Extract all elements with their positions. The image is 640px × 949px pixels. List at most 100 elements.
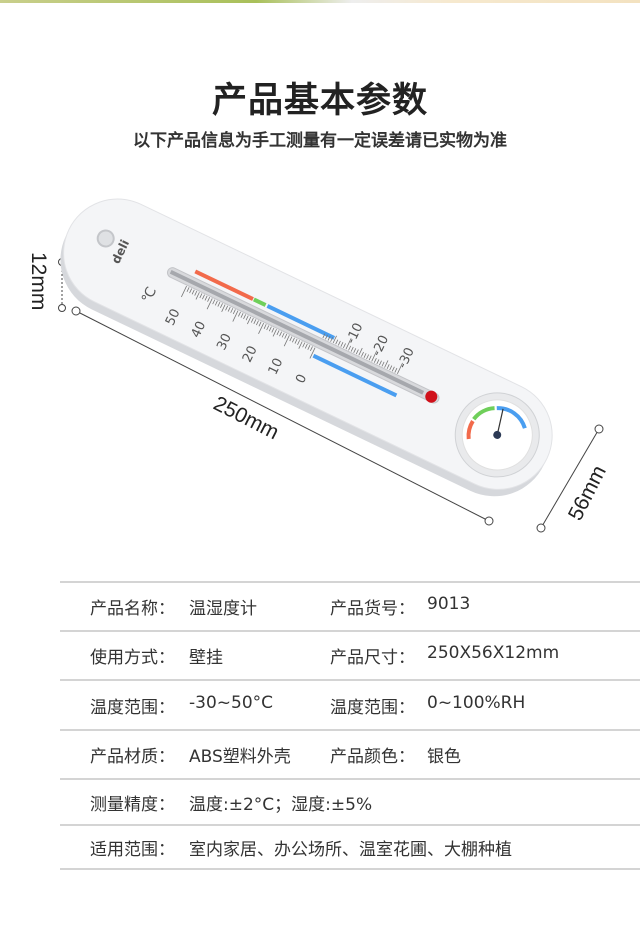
scale-tick — [366, 354, 370, 360]
spec-cell: 测量精度：温度:±2°C；湿度:±5% — [60, 790, 372, 815]
scale-label: 10 — [266, 356, 287, 377]
hygrometer-dial — [454, 392, 540, 478]
scale-tick — [379, 360, 382, 366]
scale-tick — [279, 331, 283, 337]
scale-tick — [384, 360, 389, 368]
scale-tick — [340, 342, 344, 347]
scale-tick — [258, 322, 265, 335]
spec-row: 产品名称： 温湿度计 产品货号：9013 — [60, 581, 640, 630]
thickness-label: 12mm — [27, 252, 50, 310]
scale-tick — [199, 293, 203, 299]
spec-cell: 产品货号：9013 — [330, 594, 470, 619]
scale-tick — [263, 324, 267, 329]
scale-tick — [240, 312, 244, 318]
scale-tick — [345, 338, 352, 350]
bulb — [425, 390, 438, 403]
spec-cell: 产品材质：ABS塑料外壳 — [60, 742, 330, 767]
spec-cell: 温度范围：-30~50°C — [60, 693, 330, 718]
scale-tick — [327, 335, 331, 341]
unit-label: ℃ — [139, 285, 160, 306]
scale-tick — [343, 343, 346, 349]
scale-tick — [337, 340, 341, 346]
spec-cell: 温度范围：0~100%RH — [330, 693, 525, 718]
spec-table: 产品名称： 温湿度计 产品货号：9013 使用方式：壁挂产品尺寸：250X56X12m… — [60, 581, 640, 870]
spec-value: 室内家居、办公场所、温室花圃、大棚种植 — [189, 839, 512, 860]
spec-value: 银色 — [427, 747, 461, 767]
scale-tick — [212, 299, 216, 305]
scale-tick — [376, 359, 380, 365]
width-label: 56mm — [564, 462, 611, 524]
scale-tick — [350, 346, 354, 352]
spec-cell: 产品名称： 温湿度计 — [60, 594, 330, 619]
scale-tick — [289, 336, 293, 342]
body — [63, 198, 553, 490]
scale-tick — [276, 330, 280, 336]
scale-tick — [304, 343, 308, 349]
spec-value: 0~100%RH — [427, 692, 526, 713]
spec-row: 测量精度：温度:±2°C；湿度:±5% — [60, 778, 640, 824]
scale-tick — [309, 346, 313, 352]
scale-tick — [191, 289, 195, 295]
product-figure: 12mm 250mm 56mm deli ℃ 50403020100-10-20… — [27, 198, 611, 533]
spec-key: 使用方式： — [90, 648, 175, 668]
scale-tick — [225, 305, 229, 311]
scale-tick — [207, 296, 211, 302]
scale-tick — [245, 315, 249, 321]
zone-blue-upper — [266, 304, 336, 340]
scale-tick — [363, 353, 367, 358]
scale-tick — [258, 321, 262, 327]
zone-red — [194, 269, 254, 301]
length-label: 250mm — [210, 392, 283, 444]
scale-tick — [397, 362, 403, 374]
scale-label: 20 — [240, 344, 261, 365]
scale-tick — [266, 325, 270, 331]
scale-tick — [330, 337, 334, 342]
scale-tick — [189, 288, 193, 294]
scale-label: 40 — [189, 319, 210, 340]
scale-tick — [371, 350, 378, 362]
spec-row: 适用范围： 室内家居、办公场所、温室花圃、大棚种植 — [60, 824, 640, 870]
spec-value: 250X56X12mm — [427, 643, 560, 663]
spec-cell: 产品颜色：银色 — [330, 742, 461, 767]
spec-cell: 使用方式：壁挂 — [60, 643, 330, 668]
scale-tick — [322, 333, 326, 339]
page-subtitle: 以下产品信息为手工测量有一定误差请已实物为准 — [133, 131, 507, 151]
scale-tick — [206, 298, 213, 310]
top-decor-strip — [0, 0, 640, 3]
scale-label: 50 — [163, 307, 184, 328]
spec-cell: 适用范围： 室内家居、办公场所、温室花圃、大棚种植 — [60, 835, 512, 860]
scale-tick — [309, 347, 316, 359]
scale-tick — [291, 337, 295, 343]
scale-tick — [204, 295, 208, 301]
scale-tick — [355, 349, 359, 355]
scale-tick — [381, 361, 385, 367]
spec-key: 产品名称： — [90, 599, 175, 619]
dimension-lines — [58, 258, 604, 533]
spec-value: ABS塑料外壳 — [189, 747, 291, 767]
spec-key: 适用范围： — [90, 839, 175, 860]
scale-tick — [250, 317, 254, 323]
scale-tick — [325, 334, 328, 340]
spec-key: 产品货号： — [330, 599, 415, 619]
scale-tick — [307, 345, 311, 350]
scale-tick — [217, 301, 221, 307]
scale-tick — [232, 309, 236, 315]
scale-tick — [268, 326, 272, 332]
hang-hole-icon — [96, 229, 115, 248]
scale-tick — [195, 292, 200, 300]
scale-tick — [220, 303, 223, 309]
scale-tick — [389, 365, 393, 371]
scale-tick — [194, 290, 198, 296]
spec-value: 温湿度计 — [189, 599, 257, 619]
scale-tick — [232, 310, 239, 322]
scale-tick — [221, 304, 226, 312]
scale-tick — [272, 329, 277, 337]
scale-tick — [256, 320, 259, 326]
spec-row: 使用方式：壁挂产品尺寸：250X56X12mm — [60, 630, 640, 679]
zone-blue-lower — [312, 353, 398, 398]
spec-key: 温度范围： — [90, 697, 175, 718]
spec-value: 温度:±2°C；湿度:±5% — [189, 794, 373, 815]
scale-tick — [394, 367, 398, 373]
zone-green — [253, 297, 267, 307]
